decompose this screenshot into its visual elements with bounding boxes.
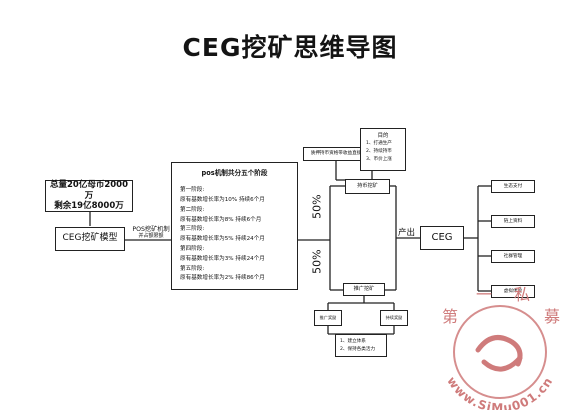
stage-line: 第四阶段: (180, 246, 205, 253)
model-box: CEG挖矿模型 (55, 227, 125, 251)
seal-char: 募 (544, 307, 560, 326)
use-box-virtual: 虚拟体验 (491, 285, 535, 298)
use-box-chain-data: 链上资料 (491, 215, 535, 228)
stages-box: pos机制共分五个阶段 第一阶段: 原有基数增长率为10% 持续6个月 第二阶段… (171, 162, 298, 290)
purpose-item: 1、打通生产 (366, 141, 392, 146)
output-label: 产出 (398, 228, 416, 238)
seal-logo-icon (475, 335, 523, 372)
goal-item: 2、保持各类活力 (340, 347, 376, 352)
totals-line-1: 总量20亿母币2000万 (50, 180, 128, 201)
stage-line: 原有基数增长率为10% 持续6个月 (180, 197, 265, 204)
stage-line: 原有基数增长率为2% 持续86个月 (180, 275, 265, 282)
purpose-item: 3、币价上涨 (366, 157, 392, 162)
stage-line: 第二阶段: (180, 206, 205, 213)
pos-edge-label: POS挖矿机制 并占额限额 (128, 226, 174, 239)
stake-note-box: 质押持币资格带收益直接 (303, 147, 369, 161)
stage-line: 第五阶段: (180, 265, 205, 272)
pos-edge-label-2: 并占额限额 (138, 233, 164, 240)
promote-mining-box: 推广挖矿 (343, 283, 385, 296)
use-box-ecosystem-payment: 生态支付 (491, 180, 535, 193)
purpose-item: 2、持续持币 (366, 149, 392, 154)
ceg-node-box: CEG (420, 226, 464, 250)
pos-edge-label-1: POS挖矿机制 (132, 226, 170, 233)
hold-mining-box: 持币挖矿 (345, 179, 390, 194)
stage-line: 原有基数增长率为5% 持续24个月 (180, 236, 265, 243)
split-bottom-percent: 50% (310, 249, 324, 274)
totals-line-2: 剩余19亿8000万 (54, 201, 124, 212)
seal-ring (453, 305, 547, 399)
stages-heading: pos机制共分五个阶段 (201, 169, 268, 177)
stage-line: 原有基数增长率为8% 持续6个月 (180, 216, 262, 223)
purpose-box: 目的 1、打通生产 2、持续持币 3、币价上涨 (360, 128, 406, 171)
continuous-reward-box: 持续奖励 (380, 310, 408, 326)
purpose-title: 目的 (377, 133, 389, 139)
stage-line: 第一阶段: (180, 187, 205, 194)
watermark-seal: 第 一 私 募 www.SiMu001.cn (442, 285, 560, 410)
page-title: CEG挖矿思维导图 (182, 33, 398, 62)
stages-list: 第一阶段: 原有基数增长率为10% 持续6个月 第二阶段: 原有基数增长率为8%… (180, 186, 289, 284)
goals-box: 1、建立体系 2、保持各类活力 (335, 334, 387, 357)
seal-char: 一 (476, 285, 492, 304)
seal-char: 私 (514, 285, 530, 304)
goal-item: 1、建立体系 (340, 339, 366, 344)
use-box-community: 社群管理 (491, 250, 535, 263)
split-top-percent: 50% (310, 194, 324, 219)
stage-line: 原有基数增长率为3% 持续24个月 (180, 255, 265, 262)
promote-reward-box: 推广奖励 (314, 310, 342, 326)
totals-box: 总量20亿母币2000万 剩余19亿8000万 (45, 180, 133, 212)
stage-line: 第三阶段: (180, 226, 205, 233)
seal-char: 第 (442, 307, 458, 326)
